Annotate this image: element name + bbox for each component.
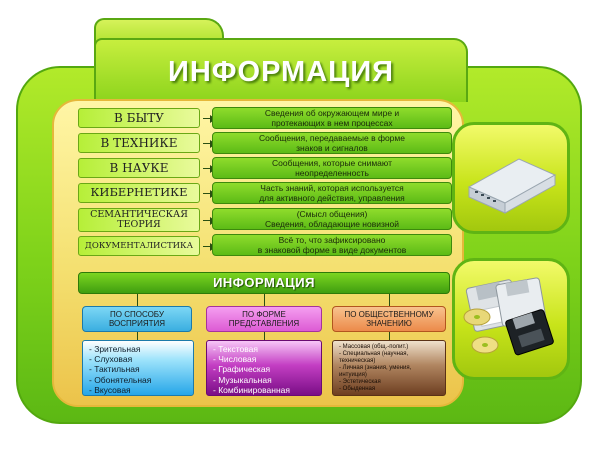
list-item: - Эстетическая	[339, 379, 381, 385]
arrow-right-icon	[203, 164, 216, 173]
image-panel-top	[452, 122, 570, 234]
list-item: - Тактильная	[89, 364, 140, 375]
connector-line	[264, 332, 265, 340]
page-title: ИНФОРМАЦИЯ	[167, 56, 395, 88]
category-label: В НАУКЕ	[78, 158, 200, 178]
list-item: - Вкусовая	[89, 384, 131, 395]
list-item: - Числовая	[213, 354, 257, 365]
list-item: - Обыденная	[339, 386, 376, 392]
title-header	[94, 38, 468, 102]
list-item: - Массовая (общ.-полит.)	[339, 344, 409, 350]
list-item: интуиция)	[339, 372, 367, 378]
list-item: - Музыкальная	[213, 374, 272, 385]
list-item: - Графическая	[213, 364, 271, 375]
list-item: - Текстовая	[213, 344, 258, 354]
list-item: техническая)	[339, 358, 376, 364]
connector-line	[137, 294, 138, 306]
network-switch-icon	[467, 158, 557, 214]
category-label: В ТЕХНИКЕ	[78, 133, 200, 153]
definition-box: (Смысл общения)Сведения, обладающие нови…	[212, 208, 452, 230]
arrow-right-icon	[203, 139, 216, 148]
list-item: - Специальная (научная,	[339, 351, 409, 357]
group-list-social: - Массовая (общ.-полит.) - Специальная (…	[332, 340, 446, 396]
category-label: КИБЕРНЕТИКЕ	[78, 183, 200, 203]
connector-line	[264, 294, 265, 306]
connector-line	[137, 332, 138, 340]
list-item: - Личная (знания, умения,	[339, 365, 412, 371]
arrow-right-icon	[203, 114, 216, 123]
arrow-right-icon	[203, 216, 216, 225]
connector-line	[389, 294, 390, 306]
list-item: - Комбинированная	[213, 384, 290, 395]
classification-header: ИНФОРМАЦИЯ	[78, 272, 450, 294]
image-panel-bottom	[452, 258, 570, 380]
group-list-form: - Текстовая - Числовая - Графическая - М…	[206, 340, 322, 396]
group-list-perception: - Зрительная - Слуховая - Тактильная - О…	[82, 340, 194, 396]
connector-line	[389, 332, 390, 340]
list-item: - Слуховая	[89, 354, 133, 365]
list-item: - Обонятельная	[89, 374, 152, 385]
category-label: В БЫТУ	[78, 108, 200, 128]
category-label: ДОКУМЕНТАЛИСТИКА	[78, 236, 200, 256]
floppy-disks-and-cds-icon	[463, 277, 554, 356]
list-item: - Зрительная	[89, 344, 141, 354]
arrow-right-icon	[203, 189, 216, 198]
arrow-right-icon	[203, 242, 216, 251]
